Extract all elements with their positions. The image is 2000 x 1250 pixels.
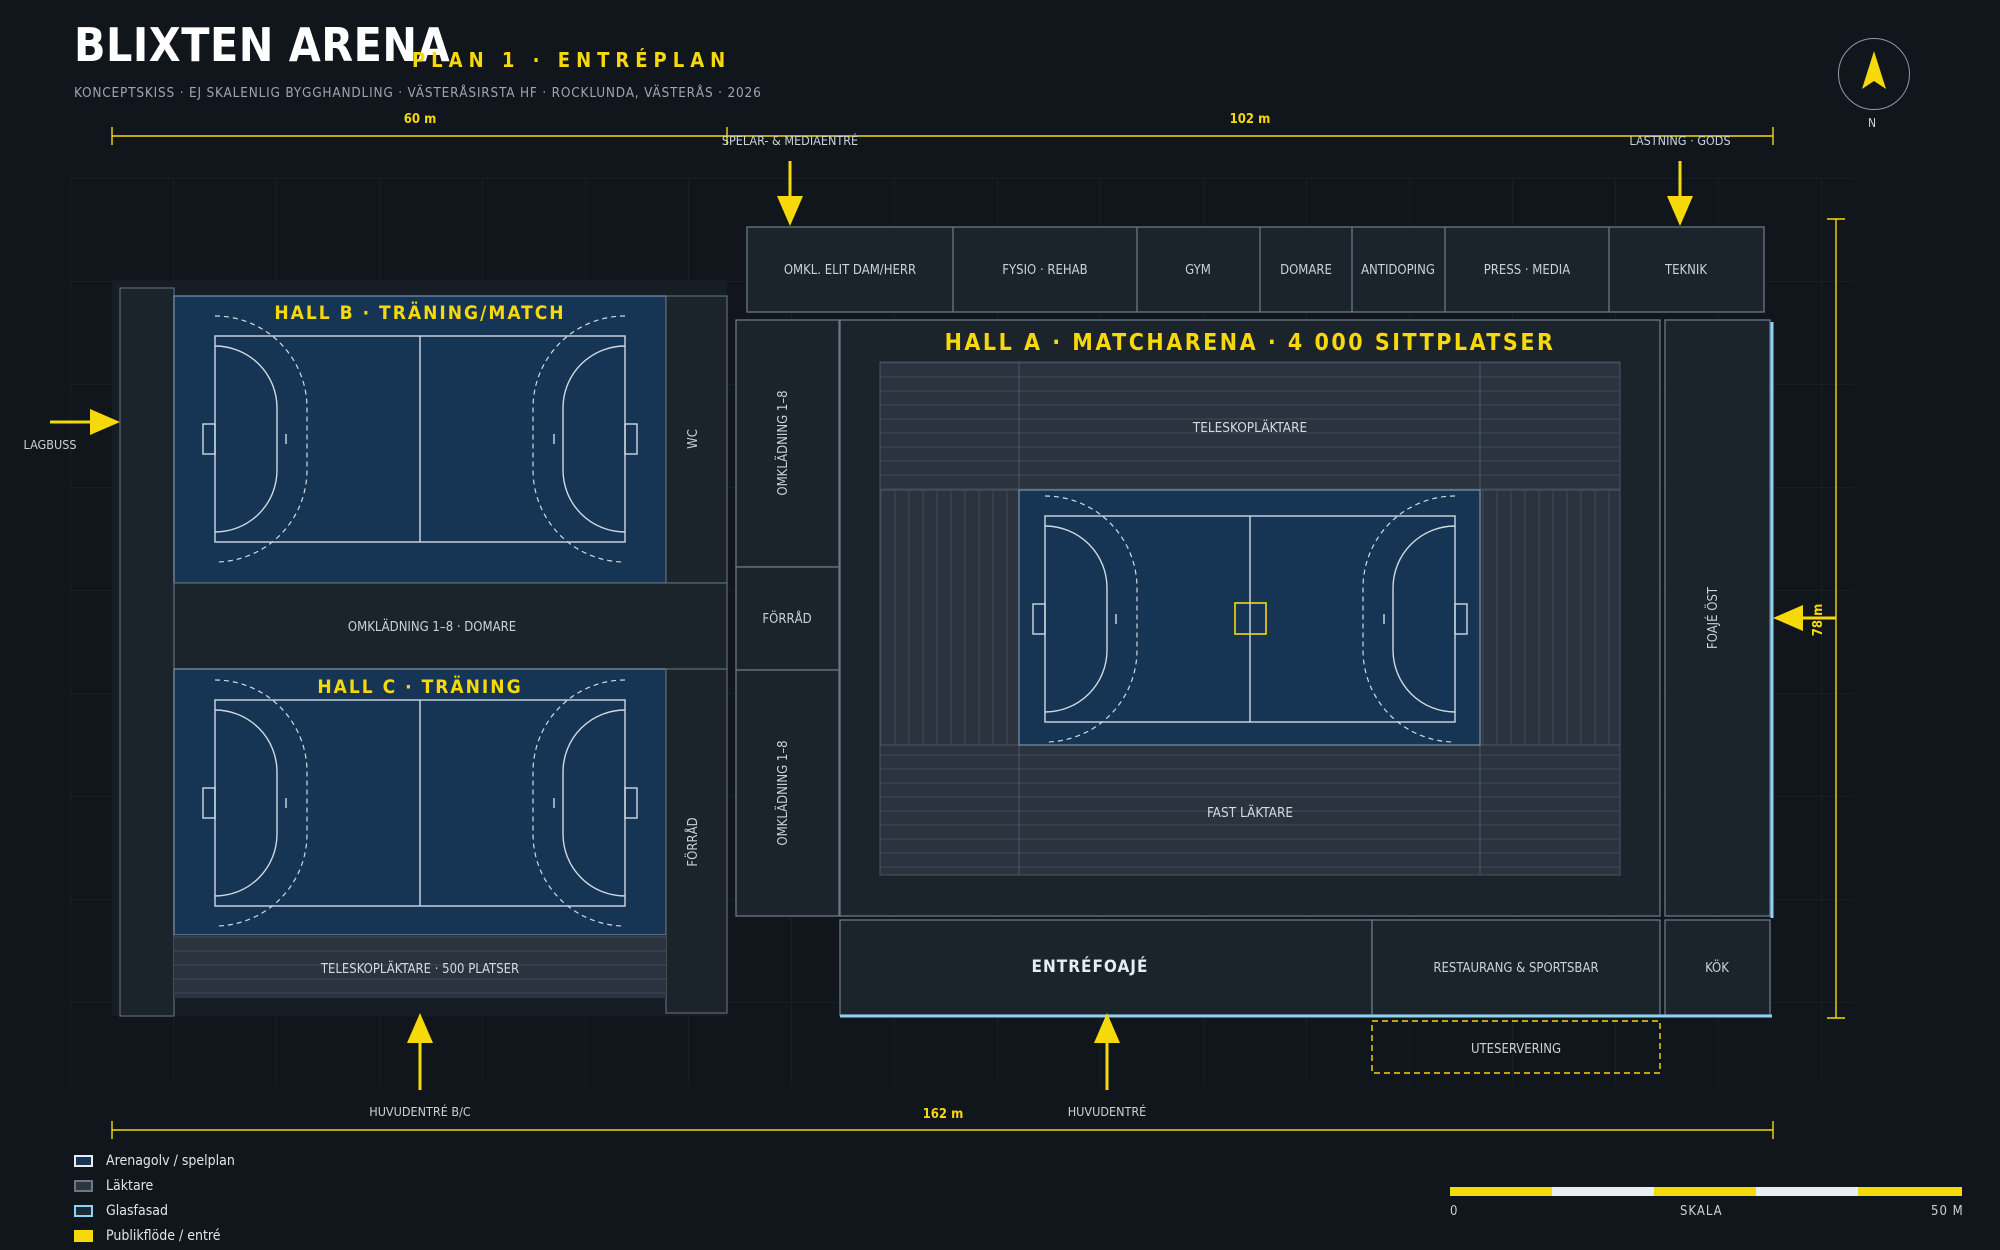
legend-item-arenagolv: Arenagolv / spelplan	[74, 1148, 235, 1173]
omkladning-domare-room	[173, 582, 728, 670]
scale-end: 50 M	[1931, 1204, 1964, 1219]
north-label: N	[1868, 116, 1877, 130]
hall-b-label: HALL B · TRÄNING/MATCH	[274, 300, 565, 324]
scale-title: SKALA	[1680, 1204, 1723, 1219]
dim-top-left: 60 m	[404, 112, 437, 127]
legend-label: Arenagolv / spelplan	[106, 1152, 235, 1169]
east-entrance-arrow-icon	[1773, 605, 1836, 631]
hall-a-label: HALL A · MATCHARENA · 4 000 SITTPLATSER	[945, 330, 1556, 356]
legend-label: Publikflöde / entré	[106, 1227, 221, 1244]
legend-swatch-laktare	[74, 1179, 93, 1192]
hall-a-east-stand	[1479, 489, 1621, 746]
dim-bottom: 162 m	[923, 1107, 964, 1122]
forrad-c-label: FÖRRÅD	[684, 817, 701, 866]
uteservering-label: UTESERVERING	[1471, 1042, 1561, 1057]
uteservering-area	[1371, 1020, 1661, 1074]
kok-room	[1664, 919, 1771, 1016]
main-entrance-arrow-icon	[1094, 1013, 1120, 1090]
legend-item-publikflode: Publikflöde / entré	[74, 1223, 235, 1248]
dim-side: 78 m	[1811, 604, 1826, 637]
foaje-ost-label: FOAJÉ ÖST	[1704, 586, 1721, 649]
legend-label: Läktare	[106, 1177, 154, 1194]
room-fysio: FYSIO · REHAB	[1002, 263, 1087, 278]
legend-item-glasfasad: Glasfasad	[74, 1198, 235, 1223]
wc-room	[665, 295, 728, 584]
room-teknik: TEKNIK	[1664, 263, 1707, 278]
room-domare: DOMARE	[1280, 263, 1332, 278]
west-corridor	[119, 287, 175, 1017]
loading-entrance-arrow-icon	[1667, 161, 1693, 226]
room-antidoping: ANTIDOPING	[1361, 263, 1435, 278]
plan-label: PLAN 1 · ENTRÉPLAN	[412, 48, 732, 72]
main-bc-entrance-label: HUVUDENTRÉ B/C	[369, 1104, 471, 1119]
legend: Arenagolv / spelplan Läktare Glasfasad P…	[74, 1148, 235, 1248]
room-gym: GYM	[1185, 263, 1211, 278]
omkladning-domare-label: OMKLÄDNING 1–8 · DOMARE	[348, 619, 516, 635]
restaurang-room	[1371, 919, 1661, 1016]
omkladning-bottom-room	[735, 669, 840, 917]
forrad-c-room	[665, 668, 728, 1014]
hall-c-label: HALL C · TRÄNING	[317, 674, 522, 698]
legend-swatch-arenagolv	[74, 1154, 93, 1167]
main-bc-entrance-arrow-icon	[407, 1013, 433, 1090]
room-omkl-elit: OMKL. ELIT DAM/HERR	[784, 263, 916, 278]
loading-entrance-label: LASTNING · GODS	[1629, 133, 1730, 148]
center-circle	[1234, 602, 1267, 635]
forrad-mid-label: FÖRRÅD	[762, 610, 811, 627]
entrefoaje-room	[839, 919, 1373, 1016]
foaje-ost-room	[1664, 319, 1771, 917]
legend-swatch-glasfasad	[74, 1204, 93, 1217]
entrefoaje-label: ENTRÉFOAJÉ	[1032, 955, 1149, 977]
kok-label: KÖK	[1705, 959, 1729, 976]
team-bus-entrance-arrow-icon	[50, 409, 120, 435]
legend-item-laktare: Läktare	[74, 1173, 235, 1198]
room-press-media: PRESS · MEDIA	[1484, 263, 1571, 278]
page-subtitle: KONCEPTSKISS · EJ SKALENLIG BYGGHANDLING…	[74, 85, 762, 101]
north-arrow-icon	[1838, 38, 1910, 110]
player-media-entrance-label: SPELAR- & MEDIAENTRÉ	[722, 133, 858, 148]
hall-c-stand-label: TELESKOPLÄKTARE · 500 PLATSER	[320, 961, 519, 977]
scale-bar	[1450, 1187, 1962, 1196]
hall-a-north-stand-label: TELESKOPLÄKTARE	[1192, 418, 1307, 436]
hall-a-south-stand	[879, 744, 1621, 876]
page-title: BLIXTEN ARENA	[74, 18, 451, 72]
hall-c-stand	[174, 935, 666, 998]
wc-label: WC	[686, 429, 701, 449]
team-bus-label: LAGBUSS	[24, 437, 77, 452]
hall-a-south-stand-label: FAST LÄKTARE	[1207, 803, 1293, 821]
omkladning-bottom-label: OMKLÄDNING 1–8	[775, 740, 791, 845]
dim-top-right: 102 m	[1230, 112, 1271, 127]
hall-a-west-stand	[879, 489, 1020, 746]
restaurang-label: RESTAURANG & SPORTSBAR	[1433, 961, 1598, 976]
legend-label: Glasfasad	[106, 1202, 168, 1219]
scale-start: 0	[1450, 1204, 1459, 1219]
player-media-entrance-arrow-icon	[777, 161, 803, 226]
hall-a-north-stand	[879, 361, 1621, 491]
legend-swatch-publikflode	[74, 1229, 93, 1242]
main-entrance-label: HUVUDENTRÉ	[1068, 1104, 1147, 1119]
omkladning-top-label: OMKLÄDNING 1–8	[775, 390, 791, 495]
forrad-mid-room	[735, 566, 840, 671]
omkladning-top-room	[735, 319, 840, 568]
